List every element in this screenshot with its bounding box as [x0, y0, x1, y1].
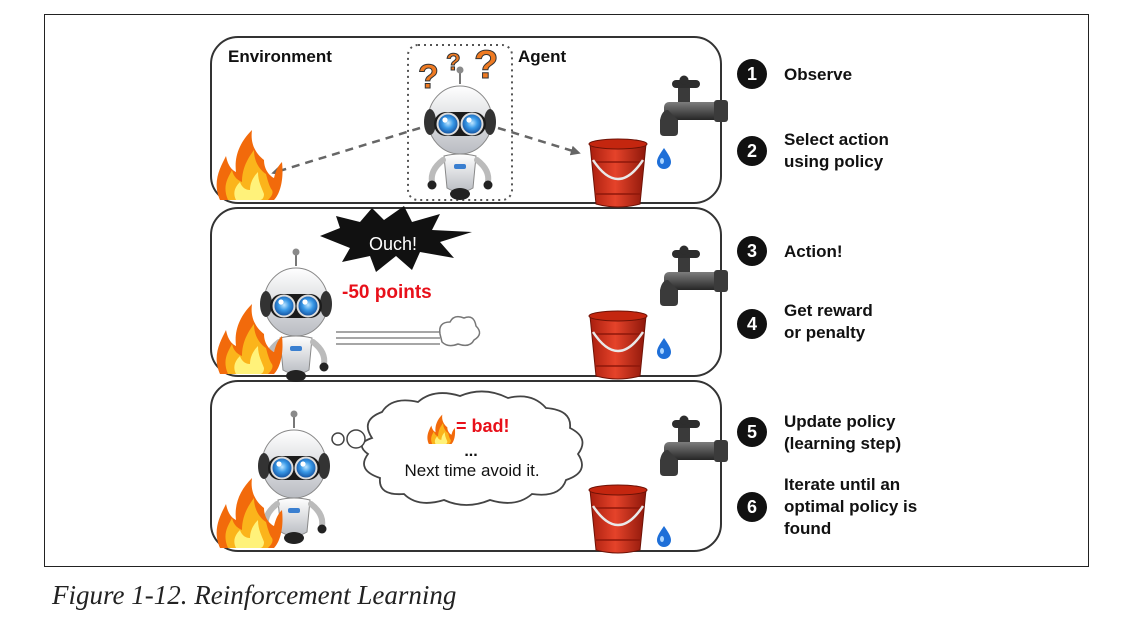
fire-icon [216, 130, 283, 200]
faucet-icon [660, 75, 728, 136]
step-2-label: Select action using policy [784, 130, 889, 171]
figure-caption: Figure 1-12. Reinforcement Learning [52, 580, 457, 610]
step-2-number: 2 [737, 136, 767, 166]
thought-bubble-small [346, 429, 366, 449]
faucet-icon [660, 415, 728, 476]
svg-text:?: ? [474, 43, 498, 87]
bucket-icon [587, 137, 649, 209]
ellipsis-text: ... [464, 443, 477, 460]
step-6-number: 6 [737, 492, 767, 522]
step-5-number: 5 [737, 417, 767, 447]
bucket-icon [587, 483, 649, 555]
environment-label: Environment [228, 47, 332, 66]
penalty-text: -50 points [342, 282, 432, 303]
step-4-number: 4 [737, 309, 767, 339]
agent-dotted-box [407, 44, 513, 201]
observe-arrow [271, 126, 421, 176]
explosion-bubble-icon [320, 206, 472, 272]
water-drop-icon [657, 338, 671, 359]
step-1-number: 1 [737, 59, 767, 89]
step-5-label: Update policy (learning step) [784, 412, 902, 453]
step-4-label: Get reward or penalty [784, 301, 873, 342]
step-3-number: 3 [737, 236, 767, 266]
water-drop-icon [657, 148, 671, 169]
step-6-label: Iterate until an optimal policy is found [784, 475, 918, 538]
svg-text:?: ? [418, 58, 439, 96]
step-3-label: Action! [784, 242, 843, 261]
bad-text: = bad! [456, 416, 510, 436]
speed-lines [336, 331, 440, 345]
step-1-label: Observe [784, 65, 853, 84]
avoid-text: Next time avoid it. [404, 461, 539, 480]
agent-label: Agent [518, 47, 567, 66]
water-drop-icon [657, 526, 671, 547]
faucet-icon [660, 245, 728, 306]
thought-bubble-tiny [331, 432, 345, 446]
smoke-puff-icon [438, 315, 481, 347]
question-marks-icon: ? ? ? [418, 43, 499, 97]
bucket-icon [587, 309, 649, 381]
action-arrow [497, 126, 581, 156]
ouch-text: Ouch! [369, 234, 417, 254]
thought-cloud-icon [361, 390, 584, 506]
